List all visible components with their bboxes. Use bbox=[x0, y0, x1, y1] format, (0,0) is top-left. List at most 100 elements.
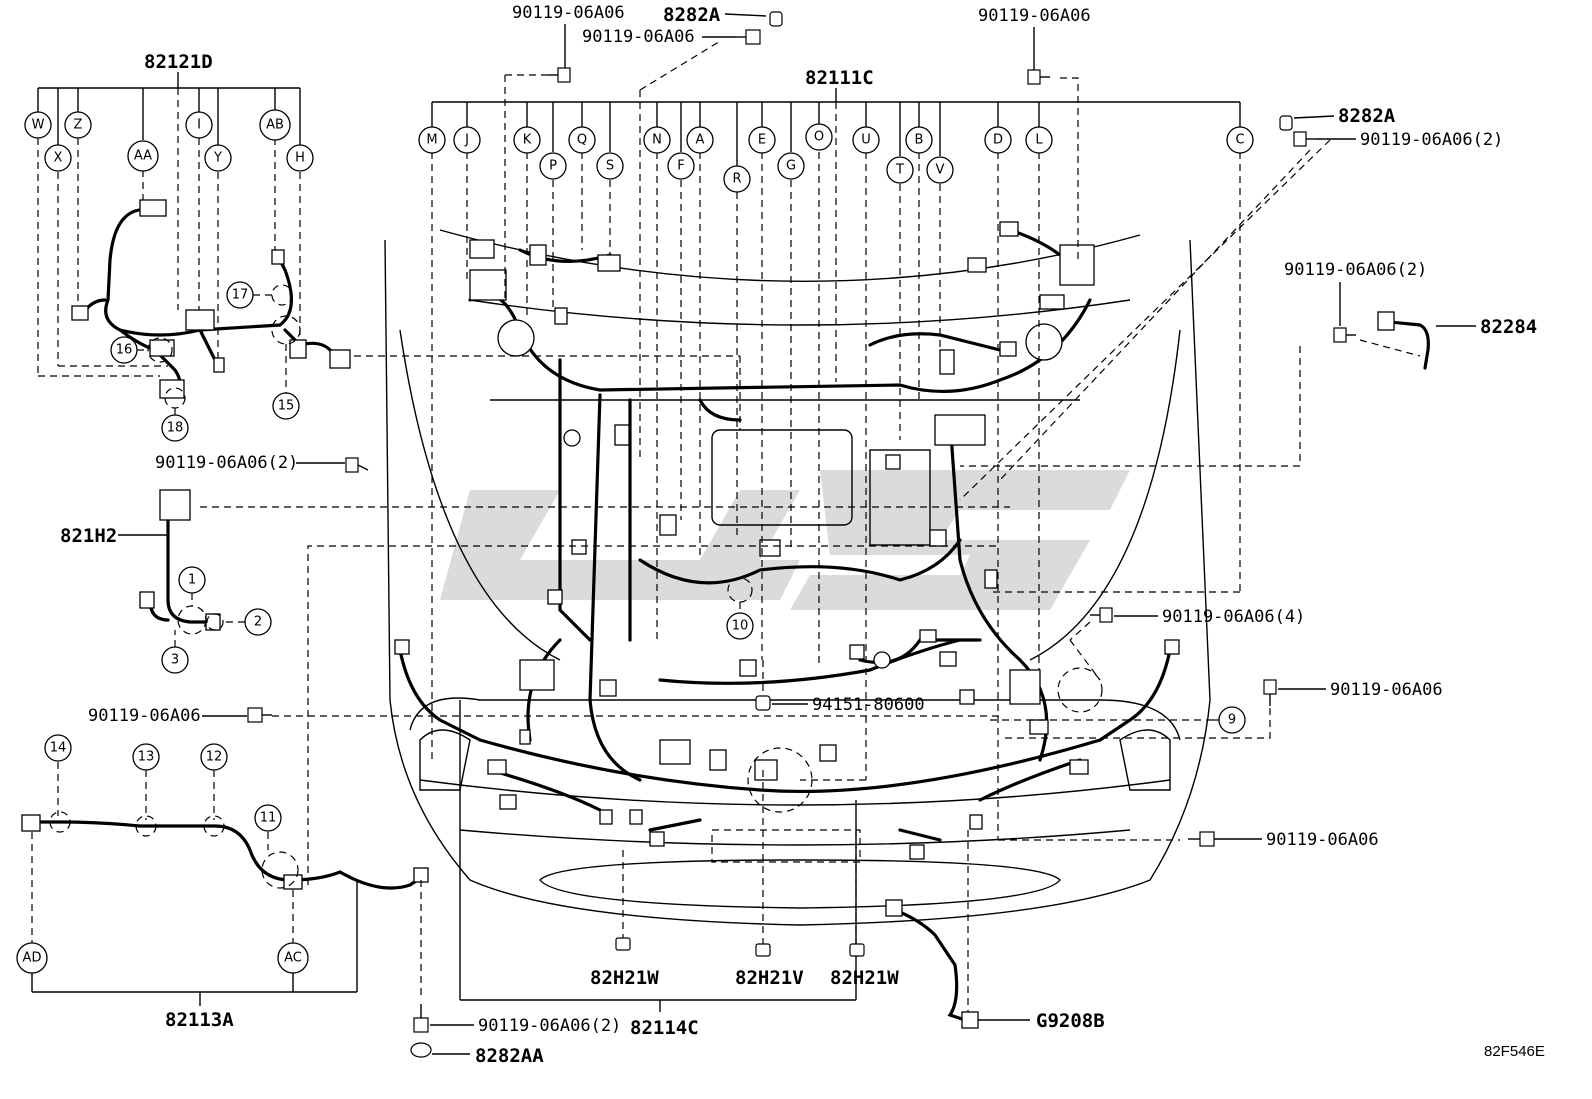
bolt-icon bbox=[413, 1004, 429, 1033]
bolt-labels: 90119-06A06 90119-06A06 90119-06A06 9011… bbox=[88, 3, 1503, 1036]
bolt-label-right-2a: 90119-06A06(2) bbox=[1360, 130, 1503, 150]
label-821H2: 821H2 bbox=[60, 525, 117, 547]
bolt-label-bottom-2: 90119-06A06(2) bbox=[478, 1016, 621, 1036]
callout-L: L bbox=[1025, 126, 1053, 154]
bolt-icon bbox=[1293, 131, 1316, 147]
watermark bbox=[440, 470, 1130, 610]
sensor-G9208B bbox=[885, 830, 1030, 1029]
callout-M: M bbox=[418, 126, 446, 154]
svg-text:D: D bbox=[993, 133, 1003, 148]
fasteners bbox=[247, 11, 1356, 1058]
svg-text:B: B bbox=[915, 133, 924, 148]
label-82H21W-left: 82H21W bbox=[590, 967, 659, 989]
label-8282AA: 8282AA bbox=[475, 1045, 544, 1067]
svg-text:L: L bbox=[1035, 133, 1043, 148]
callout-Z: Z bbox=[64, 111, 92, 139]
harness-82113A bbox=[21, 545, 1000, 1006]
callout-U: U bbox=[852, 126, 880, 154]
callout-C: C bbox=[1226, 126, 1254, 154]
callout-Y: Y bbox=[204, 144, 232, 172]
bolt-icon bbox=[736, 29, 761, 45]
clip-icon bbox=[615, 937, 631, 951]
bolt-icon bbox=[1333, 327, 1356, 343]
bolt-label-top-left: 90119-06A06 bbox=[512, 3, 625, 23]
bolt-icon bbox=[345, 457, 369, 473]
callout-H: H bbox=[286, 144, 314, 172]
svg-text:Y: Y bbox=[213, 151, 222, 166]
callout-J: J bbox=[453, 126, 481, 154]
clip-icon bbox=[1279, 115, 1293, 131]
main-harness-leaders bbox=[431, 39, 1331, 841]
svg-text:14: 14 bbox=[50, 741, 67, 756]
svg-text:F: F bbox=[677, 159, 684, 174]
svg-text:J: J bbox=[464, 133, 469, 148]
callout-F: F bbox=[667, 152, 695, 180]
svg-text:U: U bbox=[861, 133, 871, 148]
callout-N: N bbox=[643, 126, 671, 154]
svg-text:R: R bbox=[732, 172, 741, 187]
callout-12: 12 bbox=[200, 743, 228, 771]
sensor-821H2 bbox=[118, 489, 1010, 631]
svg-text:17: 17 bbox=[232, 288, 249, 303]
svg-text:P: P bbox=[549, 159, 557, 174]
callout-11: 11 bbox=[254, 804, 282, 832]
svg-text:S: S bbox=[606, 159, 614, 174]
bolt-label-right-low: 90119-06A06 bbox=[1266, 830, 1379, 850]
callout-O: O bbox=[805, 123, 833, 151]
label-82113A: 82113A bbox=[165, 1009, 234, 1031]
label-94151-80600: 94151-80600 bbox=[812, 695, 925, 715]
svg-text:9: 9 bbox=[1228, 713, 1236, 728]
svg-text:A: A bbox=[696, 133, 705, 148]
svg-text:V: V bbox=[936, 163, 945, 178]
callout-18: 18 bbox=[161, 414, 189, 442]
bolt-label-right-2b: 90119-06A06(2) bbox=[1284, 260, 1427, 280]
clip-icon bbox=[849, 943, 865, 957]
label-82111C: 82111C bbox=[805, 67, 874, 89]
callout-9: 9 bbox=[1218, 706, 1246, 734]
clip-icon bbox=[755, 695, 771, 711]
bolt-label-right-4: 90119-06A06(4) bbox=[1162, 607, 1305, 627]
callout-3: 3 bbox=[161, 646, 189, 674]
callout-S: S bbox=[596, 152, 624, 180]
bolt-icon bbox=[1188, 831, 1215, 847]
callout-2: 2 bbox=[244, 608, 272, 636]
label-8282A-right: 8282A bbox=[1338, 105, 1396, 127]
bolt-icon bbox=[548, 67, 571, 83]
callout-V: V bbox=[926, 156, 954, 184]
svg-text:G: G bbox=[786, 159, 796, 174]
bracket-82114C bbox=[459, 700, 857, 1012]
clip-icon bbox=[410, 1042, 432, 1058]
svg-text:Q: Q bbox=[577, 133, 587, 148]
callout-10: 10 bbox=[726, 612, 754, 640]
bolt-label-right-mid: 90119-06A06 bbox=[1330, 680, 1443, 700]
callout-13: 13 bbox=[132, 743, 160, 771]
callout-16: 16 bbox=[110, 336, 138, 364]
label-8282A-top: 8282A bbox=[663, 4, 721, 26]
callout-markers: W X Z AA I Y AB H M J K P Q S N F A R E … bbox=[16, 109, 1254, 974]
callout-X: X bbox=[44, 144, 72, 172]
svg-text:X: X bbox=[54, 151, 63, 166]
callout-Q: Q bbox=[568, 126, 596, 154]
svg-text:1: 1 bbox=[188, 573, 196, 588]
callout-T: T bbox=[886, 156, 914, 184]
bolt-label-left-2: 90119-06A06(2) bbox=[155, 453, 298, 473]
svg-text:E: E bbox=[758, 133, 766, 148]
bolt-label-top-mid: 90119-06A06 bbox=[582, 27, 695, 47]
svg-text:T: T bbox=[895, 163, 904, 178]
harness-82121D bbox=[37, 72, 741, 430]
svg-text:18: 18 bbox=[167, 421, 184, 436]
bolt-icon bbox=[1263, 679, 1277, 706]
harness-connectors bbox=[394, 221, 1180, 860]
diagram-code: 82F546E bbox=[1484, 1043, 1545, 1060]
svg-text:AC: AC bbox=[284, 951, 302, 966]
callout-AB: AB bbox=[259, 109, 291, 141]
bolt-label-top-right: 90119-06A06 bbox=[978, 6, 1091, 26]
label-82114C: 82114C bbox=[630, 1017, 699, 1039]
label-82H21V: 82H21V bbox=[735, 967, 804, 989]
svg-text:13: 13 bbox=[138, 750, 155, 765]
callout-E: E bbox=[748, 126, 776, 154]
svg-text:I: I bbox=[197, 118, 201, 133]
svg-text:W: W bbox=[32, 118, 45, 133]
callout-AA: AA bbox=[127, 140, 159, 172]
clip-icon bbox=[769, 11, 783, 27]
